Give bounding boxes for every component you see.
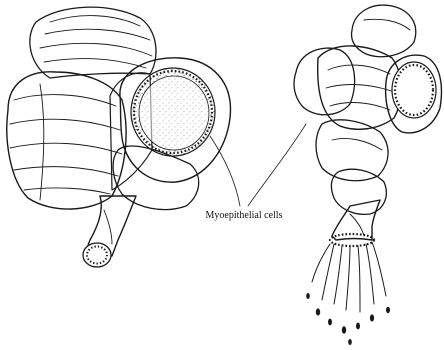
right-acinus-cluster (294, 5, 441, 345)
right-central-folds (326, 65, 394, 110)
left-duct-fold (104, 210, 112, 244)
right-mid-fold (332, 138, 382, 150)
right-lumen (392, 62, 436, 118)
leader-line-right (248, 124, 306, 206)
left-acinus-cluster (7, 7, 231, 267)
left-main-lobe-folds (10, 84, 122, 200)
leader-line-left (210, 136, 240, 206)
right-duct-fold (350, 214, 364, 236)
left-lower-lobe (113, 146, 199, 210)
right-left-lobe (294, 48, 355, 115)
right-top-lobe (352, 5, 416, 57)
right-central-lobe (318, 46, 402, 129)
myoepithelial-cells-label: Myoepithelial cells (206, 210, 283, 221)
left-top-lobe-folds (40, 16, 152, 68)
secretion-streams (312, 242, 386, 312)
right-top-fold (364, 19, 410, 30)
left-lumen-inner (139, 76, 209, 150)
leader-lines (210, 124, 306, 206)
secretion-droplets (306, 293, 390, 345)
